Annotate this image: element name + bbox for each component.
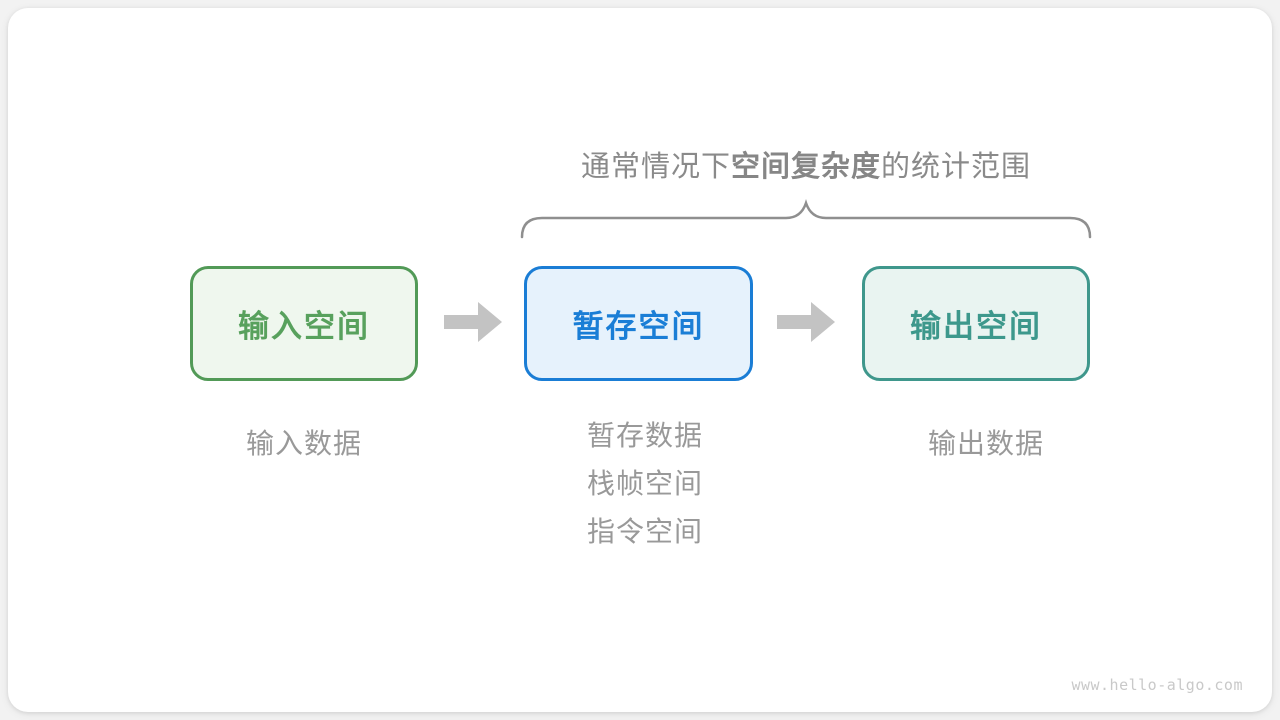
buffer-space-caption-list: 暂存数据 栈帧空间 指令空间 bbox=[587, 422, 703, 546]
scope-annotation-suffix: 的统计范围 bbox=[881, 151, 1032, 183]
curly-brace-icon bbox=[520, 199, 1092, 239]
input-space-box: 输入空间 bbox=[190, 266, 418, 381]
input-space-label: 输入空间 bbox=[238, 309, 370, 344]
input-space-caption: 输入数据 bbox=[245, 428, 362, 459]
buffer-space-label: 暂存空间 bbox=[572, 309, 705, 344]
scope-annotation-prefix: 通常情况下 bbox=[580, 151, 731, 183]
arrow-right-icon bbox=[444, 302, 502, 342]
output-space-box: 输出空间 bbox=[862, 266, 1090, 381]
output-space-caption: 输出数据 bbox=[927, 428, 1044, 459]
buffer-space-box: 暂存空间 bbox=[524, 266, 753, 381]
arrow-right-icon bbox=[777, 302, 835, 342]
buffer-caption-item: 栈帧空间 bbox=[587, 468, 704, 499]
buffer-caption-item: 指令空间 bbox=[587, 516, 704, 547]
scope-annotation: 通常情况下空间复杂度的统计范围 bbox=[522, 143, 1090, 185]
output-space-label: 输出空间 bbox=[910, 309, 1042, 344]
scope-annotation-term: 空间复杂度 bbox=[730, 151, 881, 183]
watermark: www.hello-algo.com bbox=[1071, 676, 1243, 694]
buffer-caption-item: 暂存数据 bbox=[587, 420, 704, 451]
